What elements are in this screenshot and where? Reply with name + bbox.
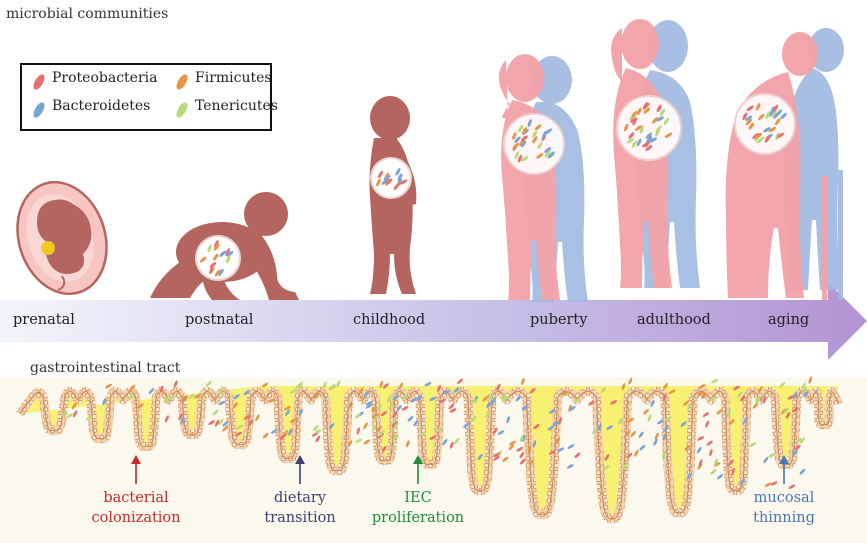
stage-label-adulthood: adulthood — [637, 312, 711, 328]
stage-label-postnatal: postnatal — [185, 312, 253, 328]
annotation-line: transition — [250, 508, 350, 528]
stage-label-aging: aging — [768, 312, 809, 328]
stage-label-puberty: puberty — [530, 312, 587, 328]
stage-label-prenatal: prenatal — [13, 312, 75, 328]
annotation-line: colonization — [80, 508, 192, 528]
annotation-line: IEC — [362, 488, 474, 508]
annotation-line: proliferation — [362, 508, 474, 528]
stage-label-childhood: childhood — [353, 312, 425, 328]
firmicutes-swatch — [174, 73, 189, 92]
prenatal-fetus-figure — [3, 171, 120, 306]
annotation-iec-proliferation: IEC proliferation — [362, 488, 474, 528]
legend-box: Proteobacteria Firmicutes Bacteroidetes … — [20, 63, 272, 131]
annotation-dietary-transition: dietary transition — [250, 488, 350, 528]
microbial-communities-title: microbial communities — [6, 6, 168, 22]
adulthood-microbe-circle — [617, 96, 681, 160]
annotation-line: dietary — [250, 488, 350, 508]
postnatal-microbe-circle — [196, 236, 240, 280]
legend-label-proteobacteria: Proteobacteria — [52, 70, 157, 86]
annotation-mucosal-thinning: mucosal thinning — [734, 488, 834, 528]
proteobacteria-swatch — [31, 73, 46, 92]
annotation-line: bacterial — [80, 488, 192, 508]
tenericutes-swatch — [174, 101, 189, 120]
annotation-line: mucosal — [734, 488, 834, 508]
puberty-microbe-circle — [504, 114, 564, 174]
annotation-bacterial-colonization: bacterial colonization — [80, 488, 192, 528]
legend-label-firmicutes: Firmicutes — [195, 70, 272, 86]
childhood-microbe-circle — [371, 158, 411, 198]
aging-microbe-circle — [735, 94, 795, 154]
legend-label-bacteroidetes: Bacteroidetes — [52, 98, 150, 114]
legend-label-tenericutes: Tenericutes — [195, 98, 278, 114]
gastrointestinal-tract-title: gastrointestinal tract — [30, 360, 180, 376]
bacteroidetes-swatch — [31, 101, 46, 120]
annotation-line: thinning — [734, 508, 834, 528]
